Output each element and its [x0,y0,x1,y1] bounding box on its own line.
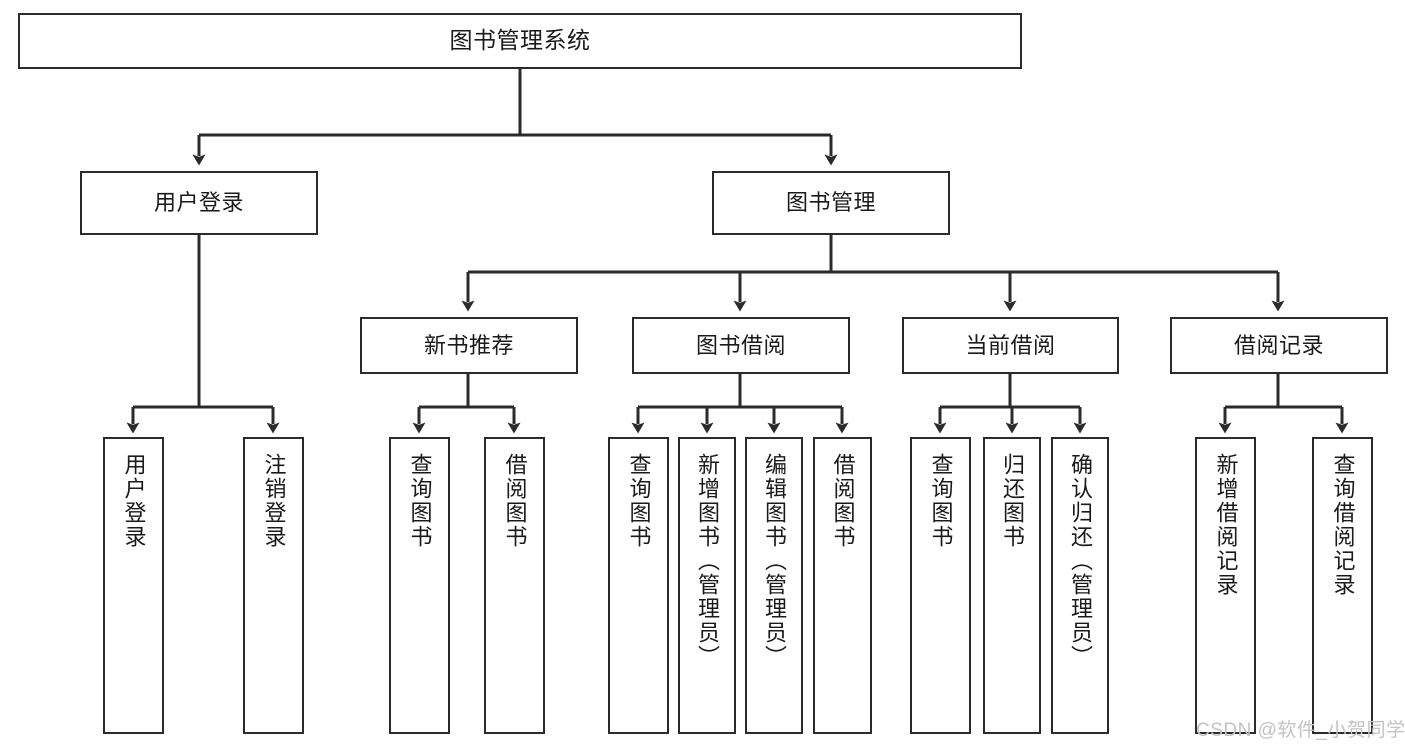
node-leaf-user-login[interactable]: 用户登录 [103,437,164,734]
node-leaf-confirm-return[interactable]: 确认归还（管理员） [1051,437,1109,734]
node-book-management[interactable]: 图书管理 [712,171,950,235]
node-leaf-add-book[interactable]: 新增图书（管理员） [678,437,736,734]
node-root-system[interactable]: 图书管理系统 [18,13,1022,69]
node-label-leaf-add-record: 新增借阅记录 [1213,453,1239,597]
node-current-borrow[interactable]: 当前借阅 [902,317,1119,374]
node-label-leaf-query-book-1: 查询图书 [407,453,433,549]
node-label-leaf-query-record: 查询借阅记录 [1330,453,1356,597]
node-leaf-query-book-2[interactable]: 查询图书 [608,437,669,734]
node-label-borrow-record: 借阅记录 [1233,332,1324,358]
node-label-leaf-return-book: 归还图书 [1000,453,1025,549]
node-label-root: 图书管理系统 [449,27,591,54]
node-user-login[interactable]: 用户登录 [80,171,318,235]
node-label-leaf-query-book-2: 查询图书 [626,453,652,549]
node-leaf-user-logout[interactable]: 注销登录 [243,437,304,734]
csdn-watermark: CSDN @软件_小贺同学 [1196,720,1405,741]
node-leaf-query-book-3[interactable]: 查询图书 [910,437,971,734]
node-leaf-return-book[interactable]: 归还图书 [983,437,1041,734]
node-label-book-management: 图书管理 [785,190,876,216]
node-book-borrow[interactable]: 图书借阅 [632,317,850,374]
node-label-leaf-borrow-book-2: 借阅图书 [830,453,856,549]
node-label-leaf-borrow-book-1: 借阅图书 [502,453,528,549]
node-label-leaf-query-book-3: 查询图书 [928,453,954,549]
node-label-leaf-add-book: 新增图书（管理员） [695,453,720,669]
node-leaf-borrow-book-2[interactable]: 借阅图书 [813,437,872,734]
node-leaf-add-record[interactable]: 新增借阅记录 [1195,437,1256,734]
node-label-leaf-edit-book: 编辑图书（管理员） [762,453,787,669]
node-leaf-query-book-1[interactable]: 查询图书 [389,437,450,734]
node-leaf-edit-book[interactable]: 编辑图书（管理员） [745,437,803,734]
node-label-book-borrow: 图书借阅 [695,332,786,358]
node-borrow-record[interactable]: 借阅记录 [1170,317,1388,374]
node-label-leaf-user-logout: 注销登录 [261,453,287,549]
node-label-new-book-recommend: 新书推荐 [423,332,514,358]
node-leaf-borrow-book-1[interactable]: 借阅图书 [484,437,545,734]
node-leaf-query-record[interactable]: 查询借阅记录 [1312,437,1373,734]
node-label-leaf-user-login: 用户登录 [121,453,147,549]
node-label-user-login: 用户登录 [153,190,244,216]
node-label-leaf-confirm-return: 确认归还（管理员） [1068,453,1093,669]
node-label-current-borrow: 当前借阅 [965,332,1056,358]
node-new-book-recommend[interactable]: 新书推荐 [360,317,578,374]
